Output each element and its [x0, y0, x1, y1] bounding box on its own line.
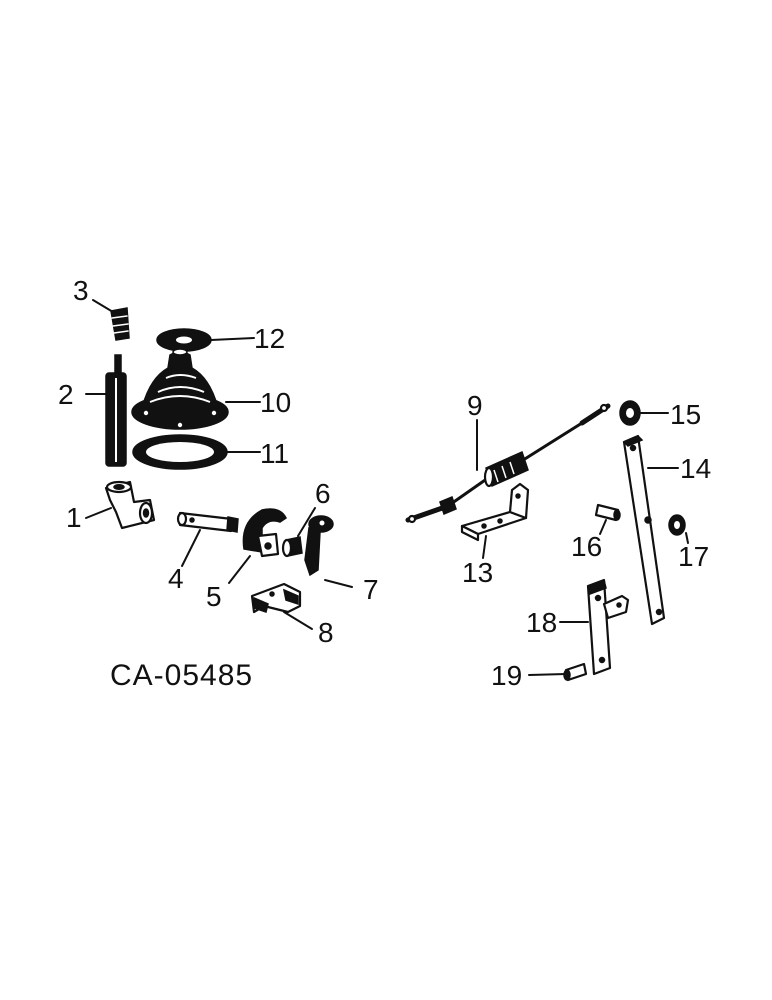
callout-2: 2 [58, 379, 74, 410]
callout-14: 14 [680, 453, 711, 484]
part-1-elbow [104, 480, 156, 530]
callout-10: 10 [260, 387, 291, 418]
part-14-link-bar [622, 434, 666, 626]
callout-16: 16 [571, 531, 602, 562]
callout-6: 6 [315, 478, 331, 509]
leader-12 [210, 337, 255, 341]
callout-12: 12 [254, 323, 285, 354]
part-7-shift-finger [304, 515, 334, 577]
leader-7 [324, 579, 353, 588]
leader-5 [228, 555, 251, 584]
leader-19 [528, 673, 567, 676]
diagram-code: CA-05485 [110, 659, 253, 692]
part-4-shaft [176, 511, 239, 533]
callout-3: 3 [73, 275, 89, 306]
callout-13: 13 [462, 557, 493, 588]
part-6-bushing [281, 536, 303, 558]
callout-7: 7 [363, 574, 379, 605]
callout-labels: 3 2 12 10 11 1 4 5 6 7 8 9 13 15 14 16 1… [58, 275, 711, 691]
part-19-roll-pin [563, 662, 588, 682]
callout-19: 19 [491, 660, 522, 691]
leader-13 [482, 535, 487, 559]
leader-8 [283, 611, 313, 630]
part-16-pin [594, 503, 621, 522]
part-15-washer [619, 400, 641, 426]
leader-1 [85, 507, 112, 519]
callout-11: 11 [260, 438, 289, 469]
callout-5: 5 [206, 581, 222, 612]
callout-1: 1 [66, 502, 82, 533]
part-9-cable [405, 403, 611, 524]
callout-15: 15 [670, 399, 701, 430]
callout-18: 18 [526, 607, 557, 638]
callout-9: 9 [467, 390, 483, 421]
part-13-cable-bracket [460, 482, 530, 542]
leader-6 [297, 507, 316, 537]
part-11-gasket [132, 434, 228, 470]
callout-8: 8 [318, 617, 334, 648]
leader-lines [85, 299, 689, 676]
part-8-bracket [250, 582, 302, 614]
part-17-washer [668, 514, 686, 536]
leader-17 [685, 532, 689, 544]
part-12-plate [156, 328, 212, 352]
part-18-clevis-lever [586, 578, 630, 676]
part-5-shift-arm [242, 508, 287, 558]
leader-16 [599, 519, 607, 535]
callout-17: 17 [678, 541, 709, 572]
part-2-lever-rod [105, 354, 127, 467]
callout-4: 4 [168, 563, 184, 594]
part-3-knob [110, 307, 130, 341]
leader-3 [92, 299, 114, 313]
leader-4 [181, 529, 201, 567]
part-10-boot [131, 348, 229, 430]
